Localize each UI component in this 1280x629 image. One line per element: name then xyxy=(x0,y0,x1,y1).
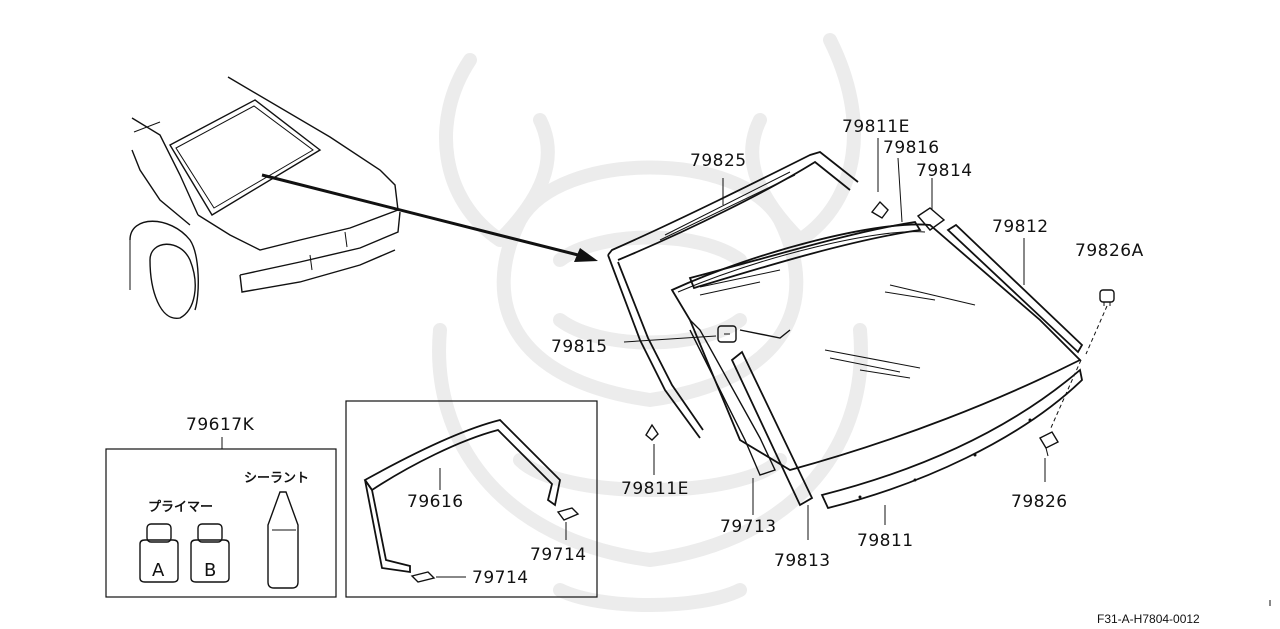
side-moulding-79812 xyxy=(946,223,1084,354)
car-illustration xyxy=(129,76,401,319)
label-79826: 79826 xyxy=(1011,492,1068,512)
sealant-tube xyxy=(267,491,299,589)
fastener-79826 xyxy=(1039,431,1059,457)
label-79713: 79713 xyxy=(720,517,777,537)
bottle-b-letter: B xyxy=(204,560,216,581)
label-79617K: 79617K xyxy=(186,415,255,435)
bottle-a-letter: A xyxy=(152,560,165,581)
spacer-79714-right xyxy=(556,507,580,521)
watermark-emblem xyxy=(432,33,868,612)
bottom-moulding-79811 xyxy=(820,368,1083,510)
label-79813: 79813 xyxy=(774,551,831,571)
label-79816: 79816 xyxy=(883,138,940,158)
label-79811: 79811 xyxy=(857,531,914,551)
dam-inset-box xyxy=(345,400,598,598)
clip-79811E-bottom xyxy=(645,423,659,441)
corner-piece-79814 xyxy=(916,207,946,231)
primer-bottle-a xyxy=(139,523,179,583)
spacer-79714-bottom xyxy=(410,571,436,583)
primer-label: プライマー xyxy=(148,500,213,515)
label-79812: 79812 xyxy=(992,217,1049,237)
label-79811E-bottom: 79811E xyxy=(621,479,689,499)
label-79814: 79814 xyxy=(916,161,973,181)
label-79815: 79815 xyxy=(551,337,608,357)
diagram-code: F31-A-H7804-0012 xyxy=(1097,612,1200,626)
moulding-79825 xyxy=(607,151,859,439)
label-79714-bottom: 79714 xyxy=(472,568,529,588)
label-79825: 79825 xyxy=(690,151,747,171)
label-79826A: 79826A xyxy=(1075,241,1144,261)
clip-79811E-top xyxy=(870,200,889,219)
dam-rubber-79616 xyxy=(363,419,561,574)
primer-bottle-b xyxy=(190,523,230,583)
inner-frame-79816 xyxy=(688,221,922,476)
sealant-label: シーラント xyxy=(244,471,309,486)
clip-79815 xyxy=(717,325,737,343)
label-79714-right: 79714 xyxy=(530,545,587,565)
label-79616: 79616 xyxy=(407,492,464,512)
pointer-arrow xyxy=(261,173,598,262)
leader-lines xyxy=(623,138,1108,540)
pillar-strip-79813 xyxy=(730,329,814,507)
label-79811E-top: 79811E xyxy=(842,117,910,137)
screw-79826A xyxy=(1099,289,1115,306)
sealant-kit-box xyxy=(105,448,337,598)
